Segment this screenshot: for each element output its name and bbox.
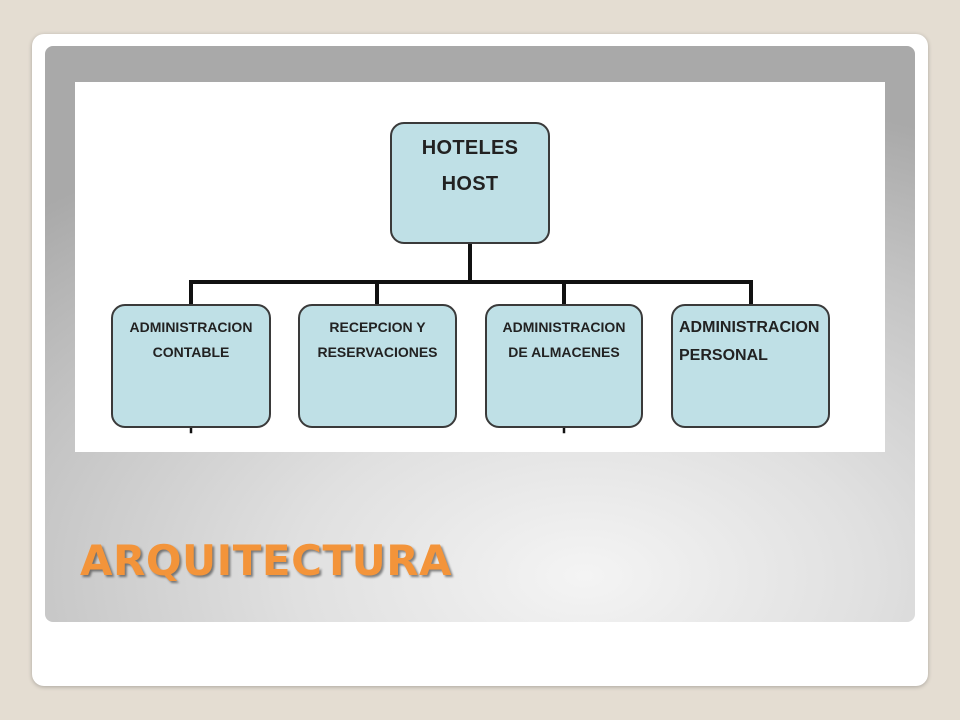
node-administracion-almacenes: ADMINISTRACION DE ALMACENES	[485, 304, 643, 428]
node-administracion-contable: ADMINISTRACION CONTABLE	[111, 304, 271, 428]
node-1-line1: ADMINISTRACION	[129, 319, 253, 335]
node-2-line1: RECEPCION Y	[329, 319, 426, 335]
connector-lines	[189, 242, 753, 434]
node-recepcion-reservaciones: RECEPCION Y RESERVACIONES	[298, 304, 457, 428]
slide-title: ARQUITECTURA	[80, 536, 453, 585]
node-root-line2: HOST	[441, 173, 499, 195]
node-4-line2: PERSONAL	[679, 347, 768, 364]
node-hoteles-host: HOTELES HOST	[390, 122, 550, 244]
node-root-line1: HOTELES	[421, 137, 519, 159]
node-2-line2: RESERVACIONES	[317, 344, 438, 360]
node-4-line1: ADMINISTRACION	[679, 319, 820, 336]
node-3-line2: DE ALMACENES	[508, 344, 620, 360]
node-3-line1: ADMINISTRACION	[502, 319, 626, 335]
org-chart-diagram: HOTELES HOST ADMINISTRACION CONTABLE REC…	[75, 82, 885, 452]
node-1-line2: CONTABLE	[152, 344, 230, 360]
node-administracion-personal: ADMINISTRACION PERSONAL	[671, 304, 830, 428]
